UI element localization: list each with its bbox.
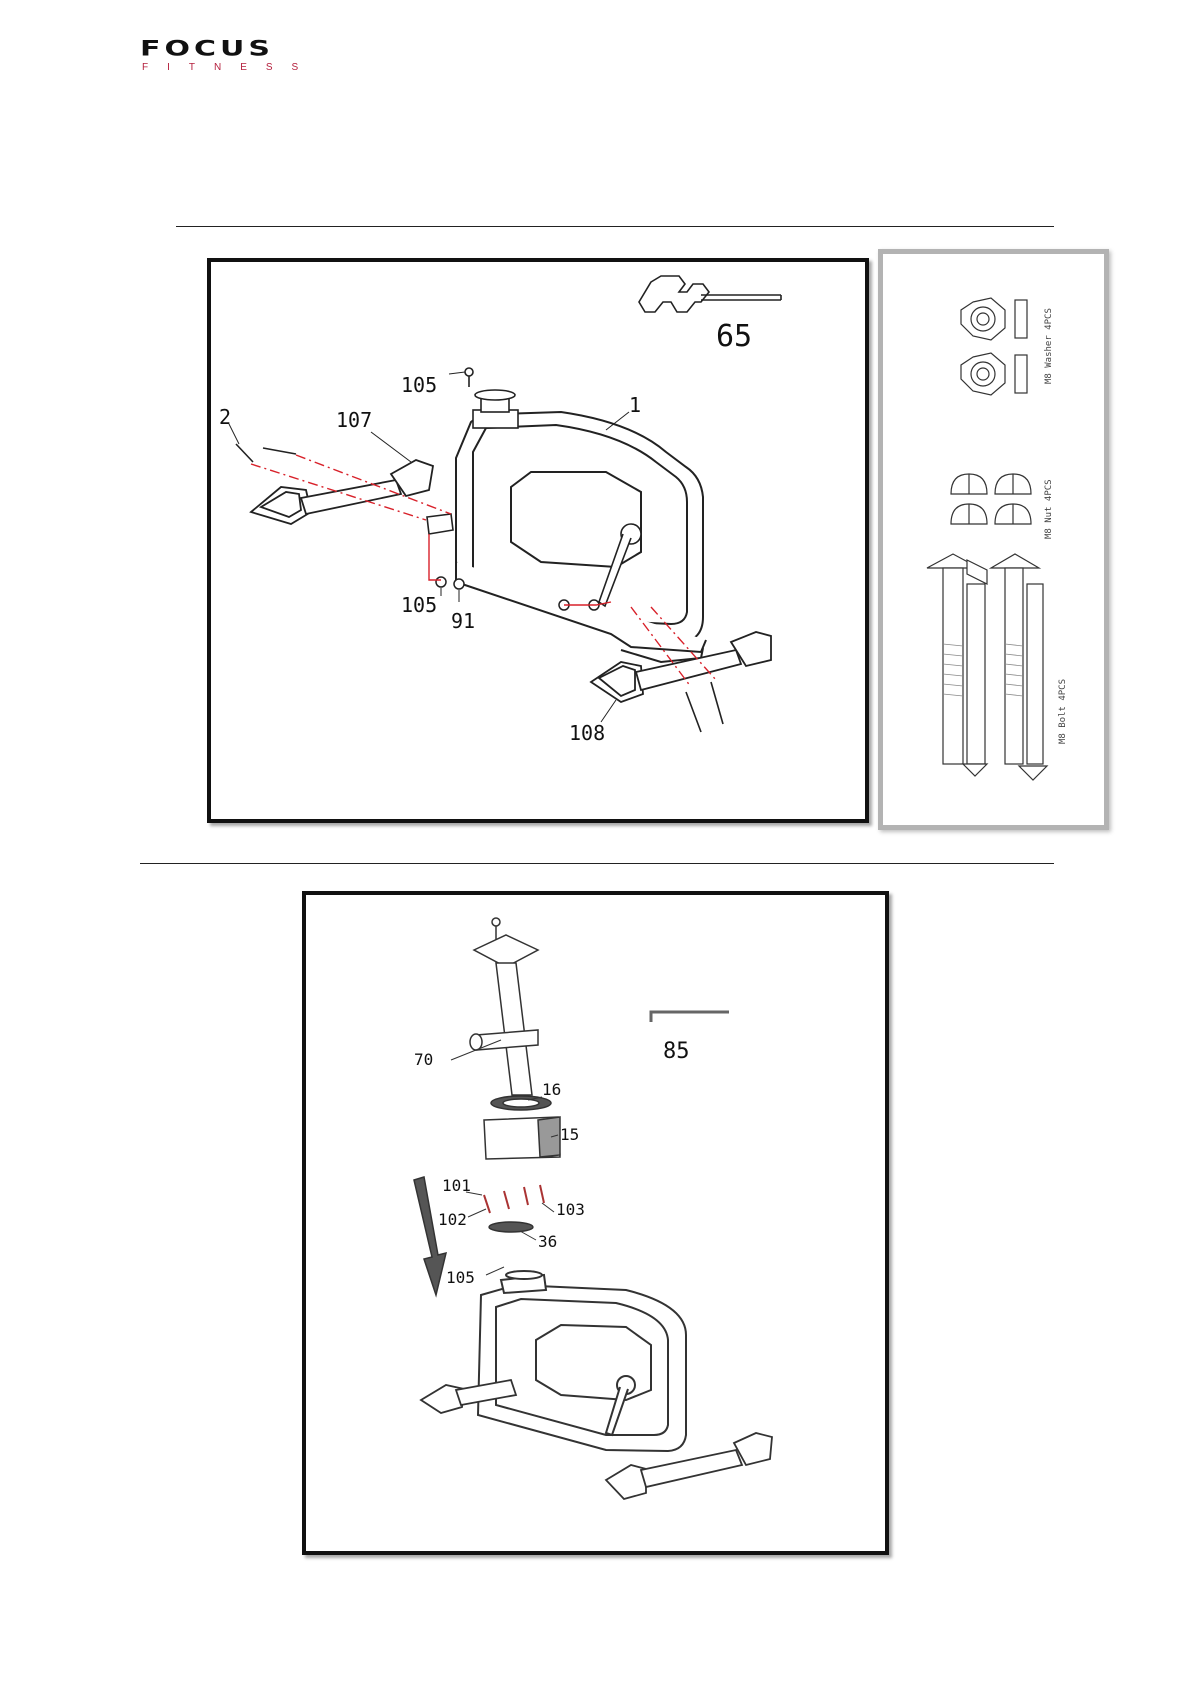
part-label-16: 16 [542, 1080, 561, 1099]
stabilizer-assembly-drawing: 65 [211, 262, 865, 819]
assembly-step-2-diagram: 85 [302, 891, 889, 1555]
carriage-bolt-icon [927, 554, 1047, 780]
tool-label-65: 65 [716, 319, 752, 354]
washer-icon [961, 298, 1027, 395]
part-label-2: 2 [219, 405, 231, 429]
front-stabilizer-icon [251, 460, 433, 524]
hardware-pack-panel: M8 Washer 4PCS M8 Nut 4PCS M8 Bolt 4PCS [878, 249, 1109, 830]
logo-subtitle: FITNESS [142, 62, 317, 74]
part-label-1: 1 [629, 393, 641, 417]
part-label-105-top: 105 [401, 373, 437, 397]
bike-frame-icon [478, 1271, 686, 1451]
post-cover-icon [484, 1117, 560, 1159]
part-label-107: 107 [336, 408, 372, 432]
brand-logo: FOCUS FITNESS [140, 38, 335, 78]
part-label-105-bottom: 105 [401, 593, 437, 617]
screw-set-icon [484, 1185, 544, 1213]
hardware-drawing: M8 Washer 4PCS M8 Nut 4PCS M8 Bolt 4PCS [883, 254, 1104, 825]
seat-post-cap-icon [465, 368, 518, 428]
hardware-label-bolt: M8 Bolt 4PCS [1058, 679, 1068, 744]
hardware-label-nut: M8 Nut 4PCS [1044, 479, 1054, 539]
wrench-tool-icon [639, 276, 781, 312]
part-label-70: 70 [414, 1050, 433, 1069]
part-label-105: 105 [446, 1268, 475, 1287]
tool-label-85: 85 [663, 1039, 690, 1064]
allen-key-icon [651, 1012, 729, 1022]
part-label-103: 103 [556, 1200, 585, 1219]
part-label-36: 36 [538, 1232, 557, 1251]
acorn-nut-icon [951, 474, 1031, 524]
flat-washer-icon [489, 1222, 533, 1232]
part-label-15: 15 [560, 1125, 579, 1144]
section-divider-middle [140, 863, 1054, 864]
assembly-step-1-diagram: 65 [207, 258, 869, 823]
section-divider-top [176, 226, 1054, 227]
bike-frame-icon [456, 412, 706, 662]
seat-post-assembly-drawing: 85 [306, 895, 885, 1551]
mounting-bracket-icon [427, 514, 453, 534]
part-label-102: 102 [438, 1210, 467, 1229]
part-label-101: 101 [442, 1176, 471, 1195]
logo-wordmark: FOCUS [140, 38, 274, 60]
seat-post-icon [470, 918, 538, 1095]
part-label-108: 108 [569, 721, 605, 745]
hardware-label-washer: M8 Washer 4PCS [1044, 308, 1054, 384]
part-label-91: 91 [451, 609, 475, 633]
